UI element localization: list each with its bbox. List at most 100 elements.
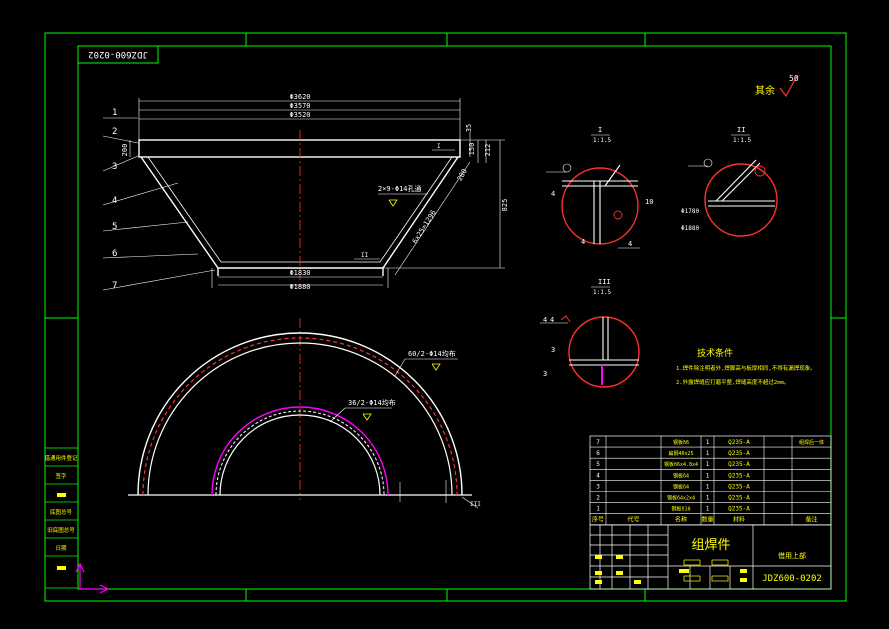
bom-row-material: Q235-A bbox=[728, 439, 750, 446]
bom-header-note: 备注 bbox=[805, 516, 817, 524]
balloon-3: 3 bbox=[112, 162, 117, 172]
detail-ii: II 1:1.5 Φ1780 Φ1880 bbox=[681, 126, 778, 237]
roughness-label: 其余 bbox=[755, 84, 775, 97]
tech-requirements: 技术条件 1.焊件除注明者外,焊脚高与板厚相同,不得有漏焊现象。 2.外露焊缝应… bbox=[676, 347, 816, 386]
strip-label-3: 底图总号 bbox=[50, 508, 73, 516]
detail-i-scale: 1:1.5 bbox=[593, 137, 611, 144]
dim-top-2: Φ3570 bbox=[289, 102, 310, 110]
bom-row-qty: 1 bbox=[706, 461, 710, 468]
bom-header-qty: 数量 bbox=[701, 516, 713, 524]
detail-ii-scale: 1:1.5 bbox=[733, 137, 751, 144]
front-view: Φ3620 Φ3570 Φ3520 Φ1830 Φ1880 200 35 150… bbox=[102, 93, 509, 291]
dim-bottom-1: Φ1830 bbox=[289, 269, 310, 277]
dim-right-3: 212 bbox=[484, 144, 492, 157]
detail-i-dim-4: 4 bbox=[628, 240, 632, 248]
dim-bottom-2: Φ1880 bbox=[289, 283, 310, 291]
detail-ii-dim-1: Φ1780 bbox=[681, 208, 699, 215]
tech-req-item-2: 2.外露焊缝应打磨平整,焊缝高度不超过2mm。 bbox=[676, 378, 789, 386]
bom-row-qty: 1 bbox=[706, 472, 710, 479]
detail-i-label: I bbox=[598, 126, 602, 134]
bom-row-name: 钢板δ6x4.8x4 bbox=[664, 461, 698, 468]
hole-note: 2×9-Φ14孔通 bbox=[378, 184, 422, 193]
detail-ii-dim-2: Φ1880 bbox=[681, 225, 699, 232]
drawing-frame bbox=[44, 32, 847, 602]
plan-view: 60/2-Φ14均布 36/2-Φ14均布 III bbox=[128, 318, 481, 509]
material-label: 借用上部 bbox=[778, 551, 806, 560]
balloon-6: 6 bbox=[112, 249, 117, 259]
tech-req-item-1: 1.焊件除注明者外,焊脚高与板厚相同,不得有漏焊现象。 bbox=[676, 364, 816, 372]
bom-row-qty: 1 bbox=[706, 483, 710, 490]
detail-iii-dim-3: 3 bbox=[551, 346, 555, 354]
detail-iii-scale: 1:1.5 bbox=[593, 289, 611, 296]
balloon-1: 1 bbox=[112, 108, 117, 118]
dim-right-1: 35 bbox=[465, 124, 473, 132]
bom-row-qty: 1 bbox=[706, 494, 710, 501]
bom-row-material: Q235-A bbox=[728, 450, 750, 457]
bom-row-qty: 1 bbox=[706, 506, 710, 513]
bom-row-material: Q235-A bbox=[728, 494, 750, 501]
detail-i-dim-1: 4 bbox=[551, 190, 555, 198]
bom-header-no: 序号 bbox=[592, 516, 604, 524]
dim-top-1: Φ3620 bbox=[289, 93, 310, 101]
bom-row-no: 5 bbox=[596, 461, 600, 468]
dim-top-3: Φ3520 bbox=[289, 111, 310, 119]
bom-row-name: 钢板δ6 bbox=[673, 439, 689, 446]
bom-row-no: 1 bbox=[596, 506, 600, 513]
section-label-ii: II bbox=[361, 252, 369, 259]
section-label-i: I bbox=[437, 143, 441, 150]
inner-hole-note: 36/2-Φ14均布 bbox=[348, 398, 396, 407]
bom-row-name: 钢板δ4x2x4 bbox=[667, 494, 695, 501]
bom-row-name: 钢板δ10 bbox=[671, 506, 690, 513]
bom-row-qty: 1 bbox=[706, 439, 710, 446]
balloon-7: 7 bbox=[112, 281, 117, 291]
roughness-symbol: 其余 50 bbox=[755, 74, 799, 98]
bom-row-material: Q235-A bbox=[728, 461, 750, 468]
tech-req-title: 技术条件 bbox=[697, 347, 733, 359]
dim-right-2: 150 bbox=[468, 143, 476, 156]
roughness-value: 50 bbox=[789, 74, 799, 83]
dim-height: 825 bbox=[501, 199, 509, 212]
detail-i-dim-3: 10 bbox=[645, 198, 653, 206]
balloon-4: 4 bbox=[112, 196, 117, 206]
drawing-number: JDZ600-0202 bbox=[762, 574, 822, 584]
bom-row-qty: 1 bbox=[706, 450, 710, 457]
balloon-2: 2 bbox=[112, 127, 117, 137]
drawing-number-mirrored: JDZ600-0202 bbox=[88, 49, 148, 59]
ucs-axis-icon bbox=[75, 562, 110, 594]
balloon-5: 5 bbox=[112, 222, 117, 232]
title-block: 组焊件 借用上部 JDZ600-0202 bbox=[589, 524, 832, 590]
detail-i: I 1:1.5 4 4 10 4 bbox=[546, 126, 653, 249]
outer-hole-note: 60/2-Φ14均布 bbox=[408, 349, 456, 358]
bom-row-material: Q235-A bbox=[728, 483, 750, 490]
section-mark-iii: III bbox=[470, 501, 481, 508]
bom-row-name: 扁钢40x25 bbox=[668, 450, 693, 457]
dim-left: 200 bbox=[121, 144, 129, 157]
detail-iii: III 1:1.5 4 4 3 3 bbox=[540, 278, 640, 388]
bom-header-material: 材料 bbox=[733, 516, 745, 524]
bom-row-note: 组焊后一体 bbox=[799, 439, 824, 446]
bom-row-name: 钢板δ4 bbox=[673, 483, 689, 490]
left-strip: 借通用件登记 签字 底图总号 旧底图总号 日期 bbox=[44, 447, 79, 589]
bom-row-material: Q235-A bbox=[728, 506, 750, 513]
bom-header-code: 代号 bbox=[627, 516, 639, 524]
detail-iii-dim-1: 4 bbox=[543, 316, 547, 324]
bom-row-no: 6 bbox=[596, 450, 600, 457]
strip-label-1: 借通用件登记 bbox=[44, 454, 78, 462]
bom-row-no: 3 bbox=[596, 483, 600, 490]
part-name: 组焊件 bbox=[691, 537, 730, 553]
detail-i-dim-2: 4 bbox=[581, 238, 585, 246]
detail-iii-dim-2: 4 bbox=[550, 316, 554, 324]
bom-row-no: 4 bbox=[596, 472, 600, 479]
bom-row-no: 2 bbox=[596, 494, 600, 501]
bom-row-material: Q235-A bbox=[728, 472, 750, 479]
bom-header-name: 名称 bbox=[675, 516, 687, 524]
detail-iii-dim-4: 3 bbox=[543, 370, 547, 378]
detail-ii-label: II bbox=[737, 126, 745, 134]
bom-row-no: 7 bbox=[596, 439, 600, 446]
strip-label-2: 签字 bbox=[55, 472, 67, 480]
bom-row-name: 钢板δ4 bbox=[673, 472, 689, 479]
strip-label-4: 旧底图总号 bbox=[47, 526, 75, 534]
strip-label-5: 日期 bbox=[55, 545, 67, 552]
